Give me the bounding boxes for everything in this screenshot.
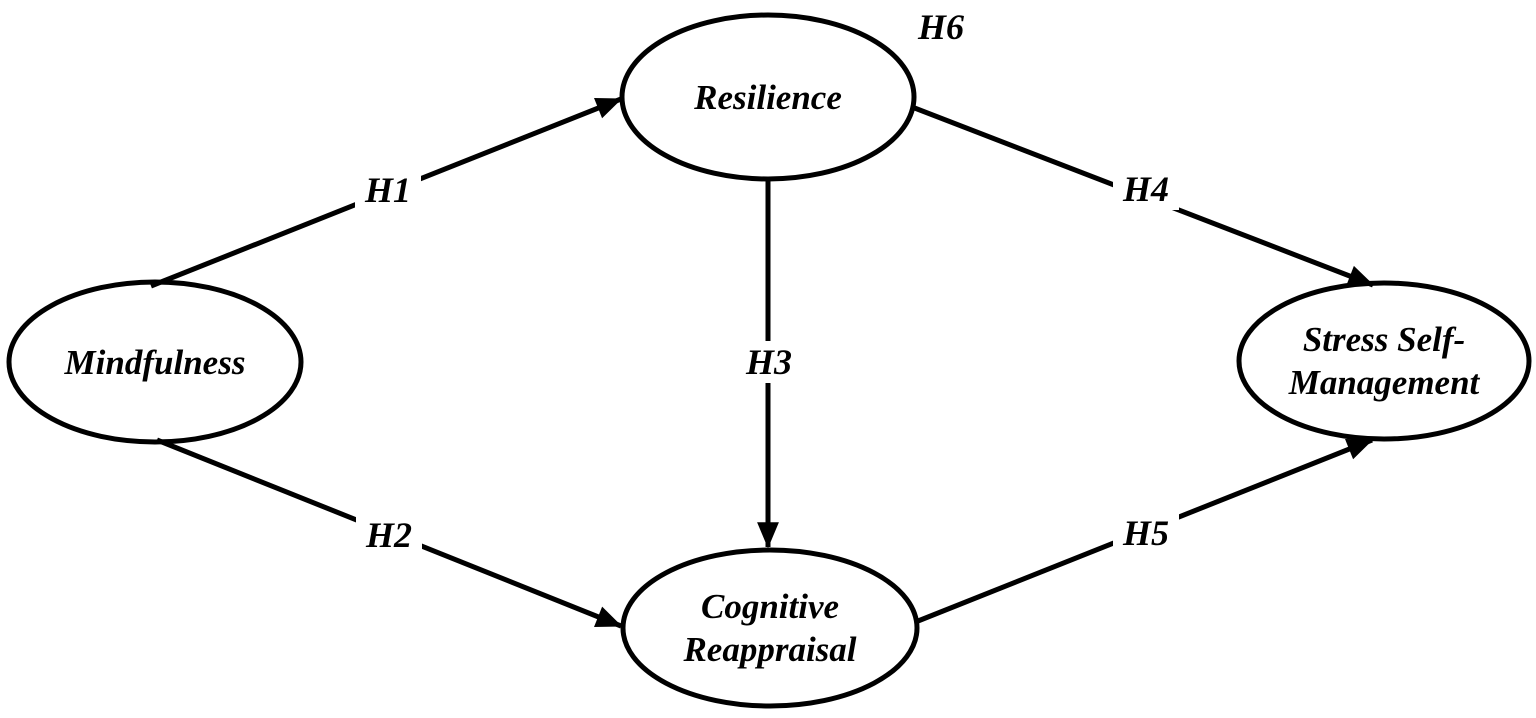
annotation-label-h6: H6 — [917, 7, 965, 47]
edge-label-h1: H1 — [354, 169, 422, 211]
edge-label-h3: H3 — [735, 341, 803, 383]
node-ellipse-stress-self-management — [1236, 280, 1532, 442]
node-ellipse-cognitive-reappraisal — [620, 547, 920, 709]
edge-label-h4: H4 — [1112, 168, 1180, 210]
edge-label-h5: H5 — [1112, 512, 1180, 554]
node-ellipse-mindfulness — [6, 279, 304, 445]
edge-label-h2: H2 — [355, 514, 423, 556]
node-ellipse-resilience — [619, 12, 917, 182]
